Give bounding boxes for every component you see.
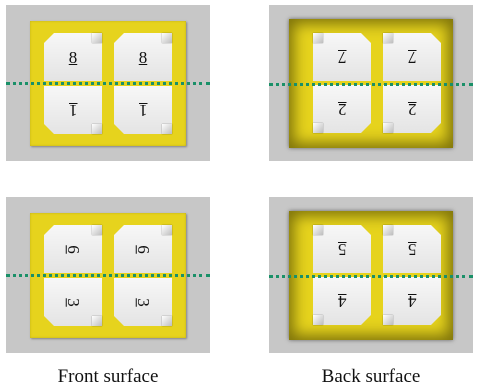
page-number: 3 (65, 298, 82, 307)
page-number: 2 (338, 101, 347, 118)
page-number: 1 (139, 102, 148, 119)
fold-line (269, 275, 473, 278)
fold-line (6, 274, 210, 277)
page-number: 6 (135, 245, 152, 254)
folded-corner-icon (383, 315, 393, 325)
page-number: 5 (338, 241, 347, 258)
folded-corner-icon (313, 33, 323, 43)
caption-back-surface: Back surface (269, 366, 473, 388)
folded-corner-icon (383, 225, 393, 235)
page-number: 5 (408, 241, 417, 258)
folded-corner-icon (313, 123, 323, 133)
page-number: 4 (338, 293, 347, 310)
page-number: 7 (408, 49, 417, 66)
folded-corner-icon (162, 225, 172, 235)
folded-corner-icon (313, 315, 323, 325)
page-number: 1 (69, 102, 78, 119)
page-number: 6 (65, 245, 82, 254)
page-number: 8 (69, 49, 78, 66)
page-number: 8 (139, 49, 148, 66)
folded-corner-icon (92, 124, 102, 134)
folded-corner-icon (383, 33, 393, 43)
folded-corner-icon (92, 225, 102, 235)
back-surface-panel-top: 7 7 2 2 (269, 5, 473, 161)
folded-corner-icon (313, 225, 323, 235)
folded-corner-icon (92, 33, 102, 43)
page-number: 2 (408, 101, 417, 118)
page-number: 7 (338, 49, 347, 66)
page-number: 3 (135, 298, 152, 307)
back-surface-panel-bottom: 5 5 4 4 (269, 197, 473, 353)
folded-corner-icon (162, 316, 172, 326)
front-surface-panel-top: 8 8 1 1 (6, 5, 210, 161)
folded-corner-icon (92, 316, 102, 326)
fold-line (269, 83, 473, 86)
caption-front-surface: Front surface (6, 366, 210, 388)
folded-corner-icon (383, 123, 393, 133)
folded-corner-icon (162, 33, 172, 43)
front-surface-panel-bottom: 6 6 3 3 (6, 197, 210, 353)
page-number: 4 (408, 293, 417, 310)
fold-line (6, 82, 210, 85)
folded-corner-icon (162, 124, 172, 134)
